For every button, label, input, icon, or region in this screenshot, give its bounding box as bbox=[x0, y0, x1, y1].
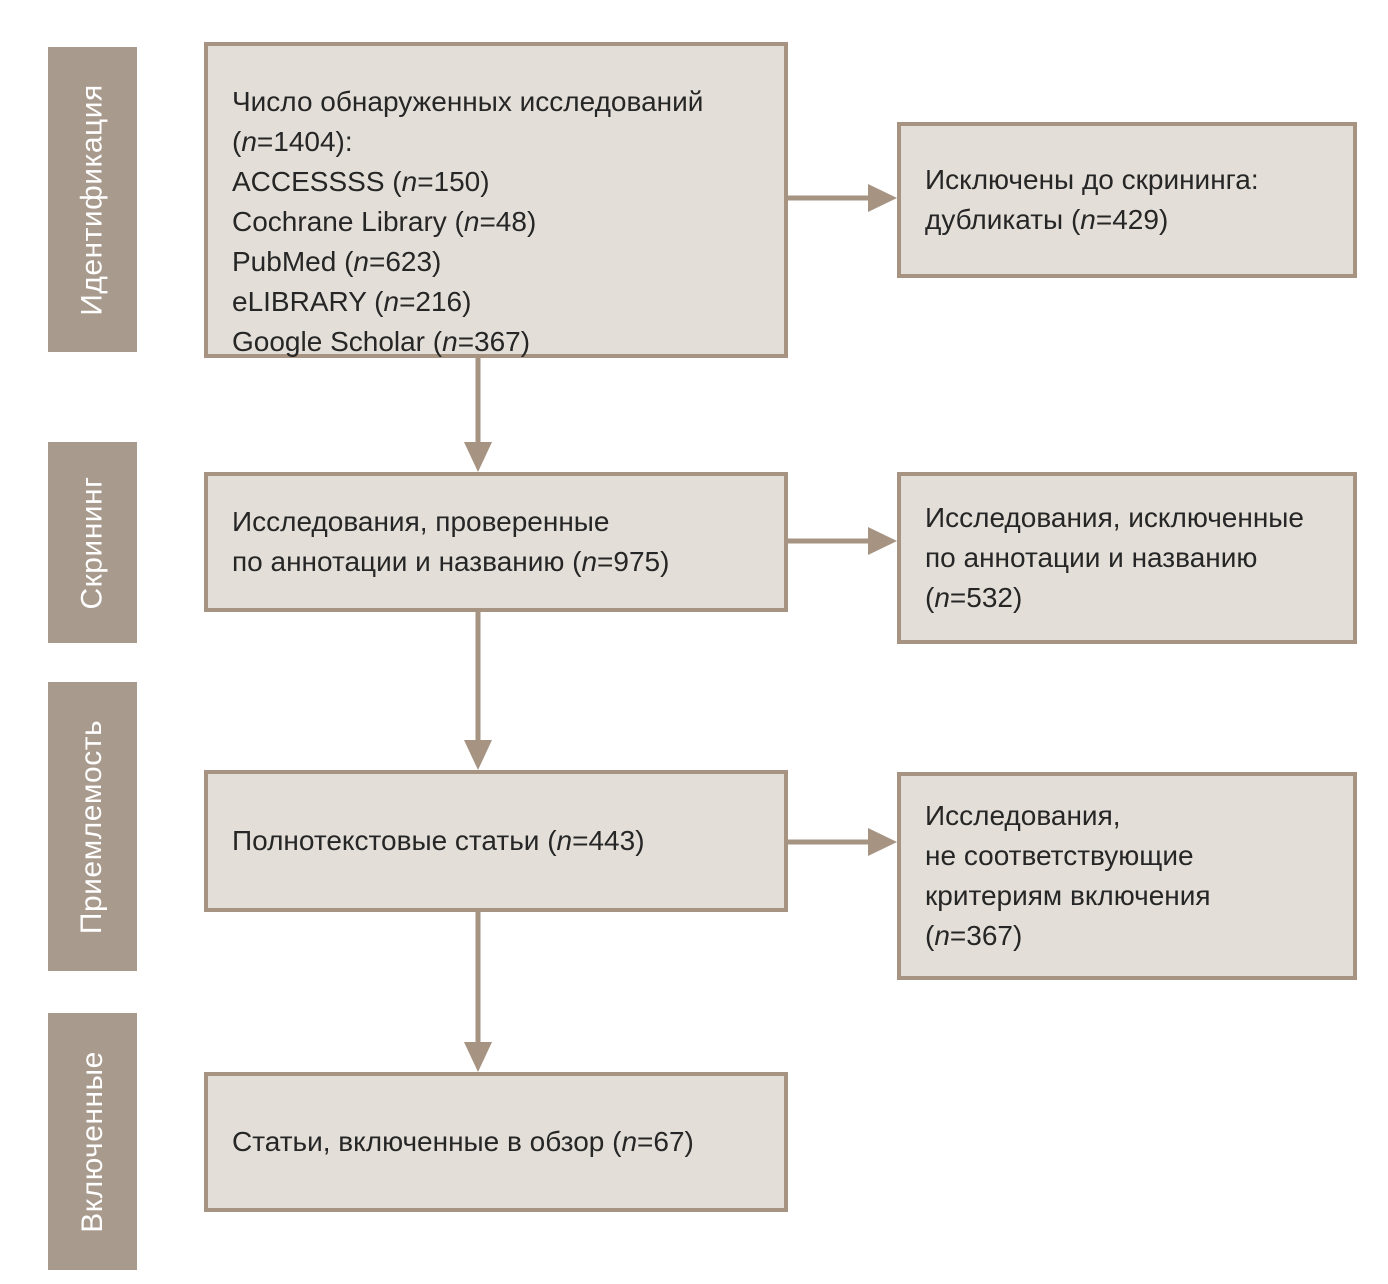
flow-box-excluded-before-screening: Исключены до скрининга: дубликаты (n=429… bbox=[897, 122, 1357, 278]
box-line: Число обнаруженных исследований bbox=[232, 86, 704, 117]
stage-label: Приемлемость bbox=[75, 719, 109, 934]
stage-label: Скрининг bbox=[75, 475, 109, 610]
box-line: Исключены до скрининга: bbox=[925, 164, 1259, 195]
arrow-right-excluded-screening bbox=[788, 527, 897, 555]
box-line: по аннотации и названию (n=975) bbox=[232, 546, 670, 577]
flow-box-excluded-by-criteria: Исследования, не соответствующие критери… bbox=[897, 772, 1357, 980]
flow-box-records-identified: Число обнаруженных исследований (n=1404)… bbox=[204, 42, 788, 358]
stage-label: Идентификация bbox=[75, 83, 109, 316]
flow-box-records-screened: Исследования, проверенные по аннотации и… bbox=[204, 472, 788, 612]
box-line: Исследования, bbox=[925, 800, 1121, 831]
box-line: Cochrane Library (n=48) bbox=[232, 206, 537, 237]
box-line: Полнотекстовые статьи (n=443) bbox=[232, 825, 645, 856]
box-line: по аннотации и названию bbox=[925, 542, 1258, 573]
box-line: не соответствующие bbox=[925, 840, 1194, 871]
box-line: (n=367) bbox=[925, 920, 1023, 951]
box-line: Исследования, исключенные bbox=[925, 502, 1304, 533]
box-line: eLIBRARY (n=216) bbox=[232, 286, 472, 317]
arrow-right-excluded-criteria bbox=[788, 828, 897, 856]
flow-box-fulltext-articles: Полнотекстовые статьи (n=443) bbox=[204, 770, 788, 912]
arrow-down-fulltext-to-included bbox=[464, 912, 492, 1072]
stage-bar-screening: Скрининг bbox=[48, 442, 137, 643]
box-line: (n=532) bbox=[925, 582, 1023, 613]
box-line: ACCESSSS (n=150) bbox=[232, 166, 490, 197]
stage-bar-eligibility: Приемлемость bbox=[48, 682, 137, 971]
box-line: дубликаты (n=429) bbox=[925, 204, 1169, 235]
arrow-down-screened-to-fulltext bbox=[464, 612, 492, 770]
stage-bar-identification: Идентификация bbox=[48, 47, 137, 352]
stage-label: Включенные bbox=[75, 1050, 109, 1233]
stage-bar-included: Включенные bbox=[48, 1013, 137, 1270]
flow-box-excluded-by-abstract-title: Исследования, исключенные по аннотации и… bbox=[897, 472, 1357, 644]
box-line: Исследования, проверенные bbox=[232, 506, 610, 537]
box-line: (n=1404): bbox=[232, 126, 353, 157]
arrow-right-excluded-duplicates bbox=[788, 184, 897, 212]
box-line: PubMed (n=623) bbox=[232, 246, 442, 277]
box-line: Статьи, включенные в обзор (n=67) bbox=[232, 1126, 694, 1157]
arrow-down-identified-to-screened bbox=[464, 358, 492, 472]
flow-box-included-articles: Статьи, включенные в обзор (n=67) bbox=[204, 1072, 788, 1212]
box-line: Google Scholar (n=367) bbox=[232, 326, 531, 357]
box-line: критериям включения bbox=[925, 880, 1211, 911]
